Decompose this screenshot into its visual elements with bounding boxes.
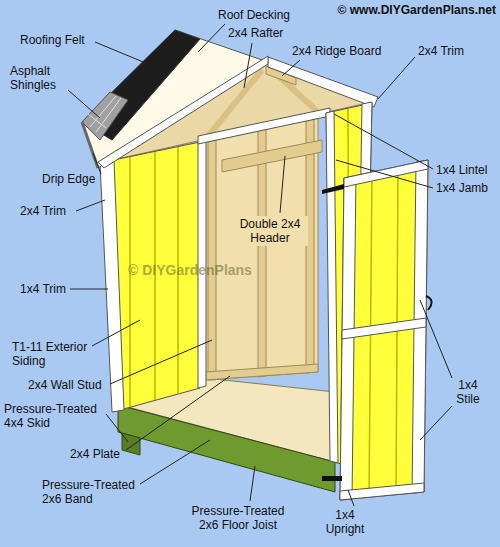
floor-frame-part [118, 405, 335, 492]
gable-framing-part [268, 57, 378, 107]
part-label: Roofing Felt [20, 33, 85, 47]
part-label: 2x4 Trim [418, 44, 464, 58]
part-label: Pressure-Treated 4x4 Skid [4, 402, 106, 430]
leader-lines-part [420, 300, 452, 378]
part-label: 1x4 Lintel [436, 163, 487, 177]
roof [82, 30, 268, 168]
leader-lines-part [378, 57, 415, 99]
part-label: Pressure-Treated 2x6 Floor Joist [186, 504, 290, 532]
interior-framing-part [222, 140, 322, 172]
front-left-siding-part [198, 108, 330, 144]
part-label: 2x4 Plate [70, 447, 120, 461]
part-label: T1-11 Exterior Siding [12, 340, 102, 368]
leader-lines-part [106, 414, 128, 442]
leader-lines-part [250, 466, 255, 501]
part-label: Roof Decking [218, 8, 290, 22]
floor-frame-part [122, 433, 140, 455]
part-label: Asphalt Shingles [10, 64, 68, 92]
front-left-siding-part [100, 160, 124, 412]
part-label: 1x4 Upright [320, 508, 370, 536]
part-label: 2x4 Rafter [228, 26, 283, 40]
interior-framing-part [208, 138, 216, 380]
door-part [342, 318, 426, 339]
door-part [426, 296, 432, 310]
copyright-watermark: © www.DIYGardenPlans.net [338, 3, 496, 17]
roof-part [82, 30, 268, 168]
leader-lines-part [198, 24, 225, 52]
part-label: 2x4 Trim [20, 204, 66, 218]
interior-framing [205, 118, 322, 380]
roof-part [82, 92, 128, 140]
roof-part [88, 114, 106, 128]
leader-lines-part [334, 114, 433, 169]
watermark: © DIYGardenPlans [128, 262, 252, 278]
leader-lines-part [68, 90, 100, 118]
leader-lines-part [244, 43, 252, 88]
door-part [340, 483, 424, 500]
part-label: Drip Edge [42, 172, 95, 186]
leader-lines-part [282, 60, 300, 76]
leader-lines-part [93, 153, 101, 174]
roof-part [98, 56, 268, 168]
leader-lines-part [420, 406, 452, 440]
leader-lines [68, 24, 452, 506]
interior-framing-part [306, 119, 314, 373]
part-label: Pressure-Treated 2x6 Band [42, 478, 144, 506]
roof-part [82, 30, 200, 140]
roof-part [96, 98, 121, 132]
part-label: 2x4 Ridge Board [292, 44, 381, 58]
part-label: Double 2x4 Header [232, 216, 308, 246]
leader-lines-part [95, 42, 148, 64]
leader-lines-part [336, 160, 433, 188]
door-part [322, 184, 344, 194]
front-right-siding-part [326, 111, 338, 463]
interior-framing-part [258, 128, 266, 377]
leader-lines-part [110, 340, 212, 384]
leader-lines-part [140, 440, 210, 484]
part-label: 2x4 Wall Stud [28, 378, 102, 392]
leader-lines-part [70, 289, 108, 290]
front-left-siding [100, 108, 330, 412]
leader-lines-part [126, 376, 230, 450]
leader-lines-part [76, 200, 105, 211]
leader-lines-part [280, 156, 285, 213]
door-part [322, 476, 342, 481]
leader-lines-part [92, 320, 140, 346]
leader-lines-part [348, 490, 354, 506]
door-part [340, 160, 428, 500]
front-left-siding-part [129, 157, 131, 407]
part-label: 1x4 Jamb [436, 181, 488, 195]
part-label: 1x4 Stile [448, 378, 488, 406]
part-label: 1x4 Trim [20, 282, 66, 296]
door [322, 160, 432, 500]
interior-framing-part [205, 364, 318, 380]
